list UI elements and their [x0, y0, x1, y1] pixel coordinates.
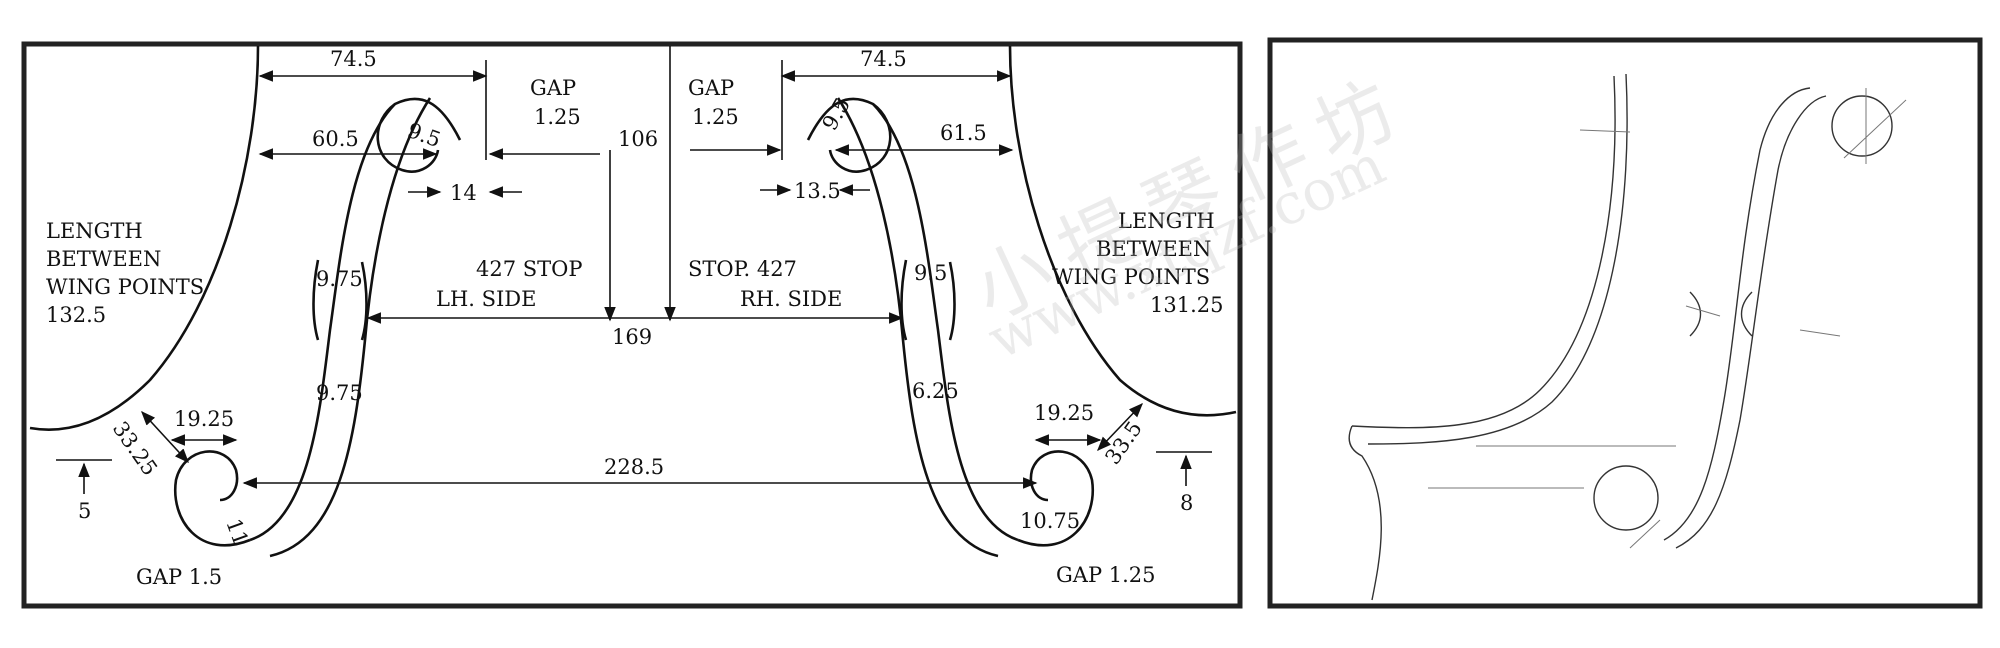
sketch-body-outline	[1348, 73, 1628, 601]
left-f-hole	[173, 97, 462, 558]
label-right-side: RH. SIDE	[740, 287, 842, 311]
label-right-length-2: BETWEEN	[1096, 237, 1211, 261]
label-left-inner: 60.5	[312, 127, 359, 151]
label-left-length-value: 132.5	[46, 303, 106, 327]
label-right-bottom-eye: 19.25	[1034, 401, 1094, 425]
right-panel-frame	[1267, 37, 1983, 609]
label-right-eye: 13.5	[794, 179, 841, 203]
label-notches-169: 169	[612, 325, 652, 349]
label-gap-bottom-right: GAP 1.25	[1056, 563, 1156, 587]
label-right-inner: 61.5	[940, 121, 987, 145]
label-left-offset: 5	[78, 499, 91, 523]
dim-line-right-diag	[1097, 402, 1143, 452]
left-panel-frame	[21, 41, 1243, 609]
label-gap-bottom-left: GAP 1.5	[136, 565, 222, 589]
label-right-length-3: WING POINTS	[1052, 265, 1210, 289]
label-right-wing: 10.75	[1020, 509, 1080, 533]
label-right-length-value: 131.25	[1150, 293, 1223, 317]
dim-line-left-diag	[141, 410, 189, 464]
label-left-notch-lower: 9.75	[316, 381, 363, 405]
label-left-bottom-eye: 19.25	[174, 407, 234, 431]
label-right-notch-upper: 9.5	[914, 261, 947, 285]
sketch-f-hole	[1593, 87, 1893, 549]
label-left-notch-upper: 9.75	[316, 267, 363, 291]
label-left-length-1: LENGTH	[46, 219, 143, 243]
label-right-offset: 8	[1180, 491, 1193, 515]
label-left-length-2: BETWEEN	[46, 247, 161, 271]
label-gap-top-right: GAP	[688, 76, 734, 100]
label-right-notch-lower: 6.25	[912, 379, 959, 403]
label-gap-top-left-value: 1.25	[534, 105, 581, 129]
left-body-outline	[29, 45, 260, 431]
sketch-guide-lines	[1428, 88, 1907, 549]
label-right-stop: STOP. 427	[688, 257, 797, 281]
right-body-outline	[1008, 45, 1237, 417]
label-left-side: LH. SIDE	[436, 287, 536, 311]
label-gap-top-right-value: 1.25	[692, 105, 739, 129]
label-bottom-eyes-228: 228.5	[604, 455, 664, 479]
label-left-length-3: WING POINTS	[46, 275, 204, 299]
label-right-length-1: LENGTH	[1118, 209, 1215, 233]
label-top-right-width: 74.5	[860, 47, 907, 71]
label-left-stop: 427 STOP	[476, 257, 583, 281]
label-left-eye: 14	[450, 181, 477, 205]
label-top-left-width: 74.5	[330, 47, 377, 71]
label-center-106: 106	[618, 127, 658, 151]
label-gap-top-left: GAP	[530, 76, 576, 100]
